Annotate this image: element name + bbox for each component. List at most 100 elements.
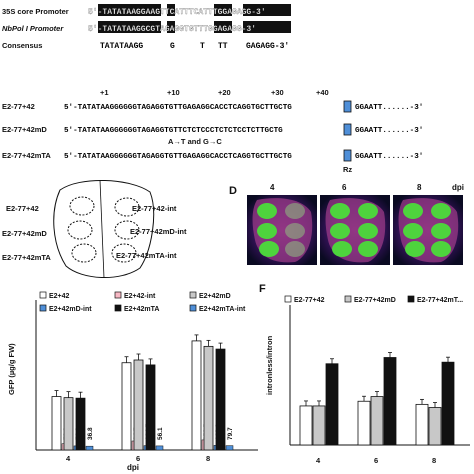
gfp-spot — [330, 223, 350, 239]
highlight-box — [98, 21, 161, 33]
tick-label: 6 — [136, 454, 140, 463]
legend-swatch — [189, 291, 197, 299]
highlight-box — [214, 21, 232, 33]
gfp-spot — [257, 203, 277, 219]
legend-swatch — [114, 291, 122, 299]
ribozyme-box — [343, 123, 352, 136]
ribozyme-box — [343, 100, 352, 113]
construct-label: E2-77+42mD — [2, 125, 47, 134]
gfp-spot — [431, 223, 451, 239]
gfp-spot — [405, 241, 425, 257]
bar — [85, 445, 94, 451]
gfp-spot — [285, 203, 305, 219]
panel-letter: D — [229, 185, 237, 197]
gfp-spot — [431, 203, 451, 219]
construct-suffix: GGAATT......-3' — [355, 127, 423, 135]
legend-label: E2+42mTA-int — [199, 306, 246, 313]
construct-sequences: +1 +10 +20 +30 +40 E2-77+42 5'-TATATAAGG… — [2, 88, 423, 174]
leaf-midrib — [99, 179, 105, 279]
y-axis-label: intronless/intron — [265, 335, 274, 395]
promoter-label: 35S core Promoter — [2, 7, 69, 16]
gfp-spot — [330, 203, 350, 219]
promoter-sequence: 5'-TATATAAGGCGTAGAGGTGTTTGGAGAGG-3' — [88, 25, 256, 34]
panel-letter: F — [259, 283, 266, 295]
bar — [415, 403, 429, 446]
tick-label: 4 — [66, 454, 71, 463]
legend-label: E2+42 — [49, 293, 70, 300]
legend-label: E2-77+42 — [294, 297, 325, 304]
promoter-alignment: 35S core Promoter 5'-TATATAAGGAAGTTCATTT… — [2, 4, 291, 51]
infiltration-spot — [71, 243, 97, 263]
bar — [203, 345, 214, 451]
leaf-label: E2-77+42mTA — [2, 253, 51, 262]
position-marker: +20 — [218, 88, 231, 97]
bar — [370, 396, 384, 446]
bar — [312, 405, 326, 446]
highlight-box — [243, 21, 291, 33]
leaf-images — [247, 195, 463, 265]
infiltration-spot — [69, 196, 95, 216]
leaf-label: E2-77+42 — [6, 204, 39, 213]
legend-label: E2+42mD-int — [49, 306, 92, 313]
construct-sequence: 5'-TATATAAGGGGGGTAGAGGTGTTGAGAGGCACCTCAG… — [64, 153, 292, 161]
data-label: 79.7 — [227, 427, 234, 440]
bar — [383, 357, 397, 446]
legend-swatch — [189, 304, 197, 312]
leaf-label: E2-77+42mD-int — [130, 227, 187, 236]
gfp-spot — [259, 241, 279, 257]
bar — [428, 407, 442, 446]
legend-swatch — [39, 304, 47, 312]
promoter-label: NbPol I Promoter — [2, 24, 64, 33]
gfp-spot — [431, 241, 451, 257]
highlight-box — [243, 4, 291, 16]
y-axis-label: GFP (µg/g FW) — [7, 343, 16, 395]
legend-swatch — [344, 295, 352, 303]
bar — [63, 397, 74, 451]
legend-label: E2+42mD — [199, 293, 231, 300]
highlight-box — [214, 4, 232, 16]
leaf-label: E2-77+42mTA-int — [116, 251, 177, 260]
gfp-spot — [358, 241, 378, 257]
legend-label: E2-77+42mT... — [417, 297, 463, 304]
rz-label: Rz — [343, 165, 352, 174]
timepoint-label: 6 — [342, 183, 347, 192]
bar — [215, 348, 226, 451]
construct-sequence: 5'-TATATAAGGGGGGTAGAGGTGTTGAGAGGCACCTCAG… — [64, 104, 292, 112]
leaf-label: E2-77+42-int — [132, 204, 177, 213]
bar — [75, 397, 86, 451]
infiltration-spot — [114, 197, 140, 217]
gfp-spot — [358, 203, 378, 219]
construct-label: E2-77+42mTA — [2, 151, 51, 160]
construct-suffix: GGAATT......-3' — [355, 153, 423, 161]
bars: 78.976.036.8414.7104.756.16156.5162.079.… — [35, 300, 258, 463]
gfp-spot — [358, 223, 378, 239]
bar — [325, 363, 339, 446]
legend-swatch — [39, 291, 47, 299]
tick-label: 8 — [206, 454, 210, 463]
legend-label: E2+42mTA — [124, 306, 159, 313]
construct-suffix: GGAATT......-3' — [355, 104, 423, 112]
bar — [225, 445, 234, 451]
construct-sequence: 5'-TATATAAGGGGGGTAGAGGTGTTCTCTCCCTCTCTCC… — [64, 127, 283, 135]
consensus-segment: GAGAGG-3' — [246, 42, 289, 51]
timepoint-label: 8 — [417, 183, 422, 192]
bar — [357, 400, 371, 446]
bar — [441, 361, 455, 446]
timepoint-label: 4 — [270, 183, 275, 192]
legend-swatch — [114, 304, 122, 312]
legend-swatch — [407, 295, 415, 303]
x-axis-label: dpi — [127, 463, 139, 472]
infiltration-spot — [67, 220, 93, 240]
legend-swatch — [284, 295, 292, 303]
highlight-box — [167, 4, 175, 16]
position-marker: +10 — [167, 88, 180, 97]
tick-label: 4 — [316, 456, 321, 465]
promoter-sequence: 5'-TATATAAGGAAGTTCATTTCATTTGGAGAGG-3' — [88, 8, 266, 17]
position-marker: +30 — [271, 88, 284, 97]
ribozyme-box — [343, 149, 352, 162]
